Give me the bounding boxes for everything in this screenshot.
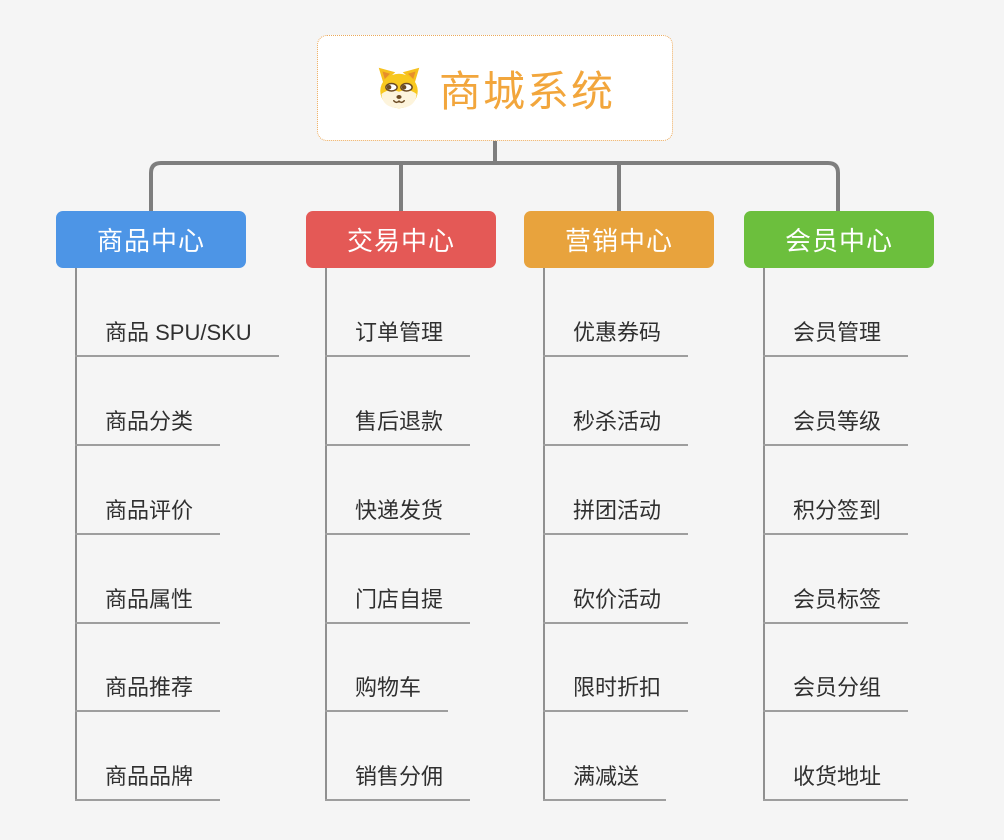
branch-harness-line <box>149 161 840 211</box>
branch-item[interactable]: 秒杀活动 <box>543 409 689 446</box>
branch-item[interactable]: 商品属性 <box>75 587 221 624</box>
branch-header-label: 营销中心 <box>564 226 673 256</box>
branch-item[interactable]: 快递发货 <box>325 498 471 535</box>
root-title: 商城系统 <box>438 67 615 115</box>
branch-marketing-center: 营销中心 优惠券码 秒杀活动 拼团活动 砍价活动 限时折扣 满减送 <box>524 211 714 801</box>
branch-item[interactable]: 优惠券码 <box>543 320 689 357</box>
branch-item[interactable]: 砍价活动 <box>543 587 689 624</box>
branch-item[interactable]: 订单管理 <box>325 320 471 357</box>
branch-item[interactable]: 商品 SPU/SKU <box>75 320 279 357</box>
branch-header-trade-center[interactable]: 交易中心 <box>306 211 496 268</box>
branch-item[interactable]: 会员标签 <box>763 587 909 624</box>
branch-member-center: 会员中心 会员管理 会员等级 积分签到 会员标签 会员分组 收货地址 <box>744 211 934 801</box>
dog-face-icon <box>378 67 420 109</box>
branch-header-member-center[interactable]: 会员中心 <box>744 211 934 268</box>
branch-item[interactable]: 会员管理 <box>763 320 909 357</box>
branch-header-label: 商品中心 <box>96 226 205 256</box>
branch-item[interactable]: 售后退款 <box>325 409 471 446</box>
branch-item[interactable]: 商品评价 <box>75 498 221 535</box>
root-node[interactable]: 商城系统 <box>317 35 673 141</box>
branch-header-marketing-center[interactable]: 营销中心 <box>524 211 714 268</box>
branch-item[interactable]: 积分签到 <box>763 498 909 535</box>
branch-item[interactable]: 商品分类 <box>75 409 221 446</box>
branch-header-product-center[interactable]: 商品中心 <box>56 211 246 268</box>
branch-header-label: 会员中心 <box>784 226 893 256</box>
branch-product-center: 商品中心 商品 SPU/SKU 商品分类 商品评价 商品属性 商品推荐 商品品牌 <box>56 211 279 801</box>
branch-item[interactable]: 限时折扣 <box>543 675 689 712</box>
branch-item[interactable]: 会员等级 <box>763 409 909 446</box>
branch-item[interactable]: 收货地址 <box>763 764 909 801</box>
branch-item[interactable]: 商品推荐 <box>75 675 221 712</box>
branch-item[interactable]: 商品品牌 <box>75 764 221 801</box>
branch-item[interactable]: 门店自提 <box>325 587 471 624</box>
branch-item[interactable]: 销售分佣 <box>325 764 471 801</box>
branch-item[interactable]: 拼团活动 <box>543 498 689 535</box>
branch-trade-center: 交易中心 订单管理 售后退款 快递发货 门店自提 购物车 销售分佣 <box>306 211 496 801</box>
branch-item[interactable]: 购物车 <box>325 675 449 712</box>
branch-item[interactable]: 满减送 <box>543 764 667 801</box>
branch-item[interactable]: 会员分组 <box>763 675 909 712</box>
branch-header-label: 交易中心 <box>346 226 455 256</box>
connector-stroke-group <box>149 141 840 211</box>
